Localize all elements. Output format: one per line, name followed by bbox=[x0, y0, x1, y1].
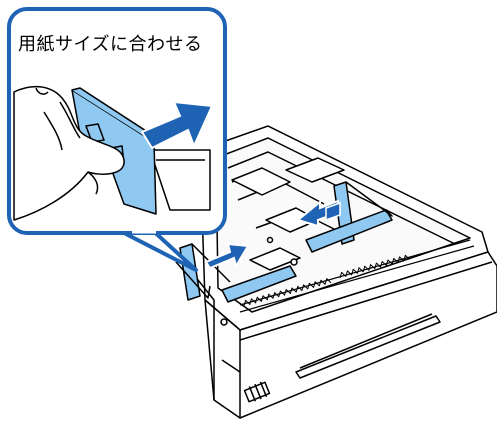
right-arrow-icon bbox=[204, 242, 250, 270]
right-paper-guide[interactable] bbox=[305, 181, 393, 253]
left-arrow-icon bbox=[295, 199, 342, 228]
hand-icon bbox=[13, 85, 211, 221]
callout-label: 用紙サイズに合わせる bbox=[18, 34, 203, 55]
right-arrow-icon bbox=[140, 100, 214, 150]
paper-tray bbox=[189, 125, 497, 419]
